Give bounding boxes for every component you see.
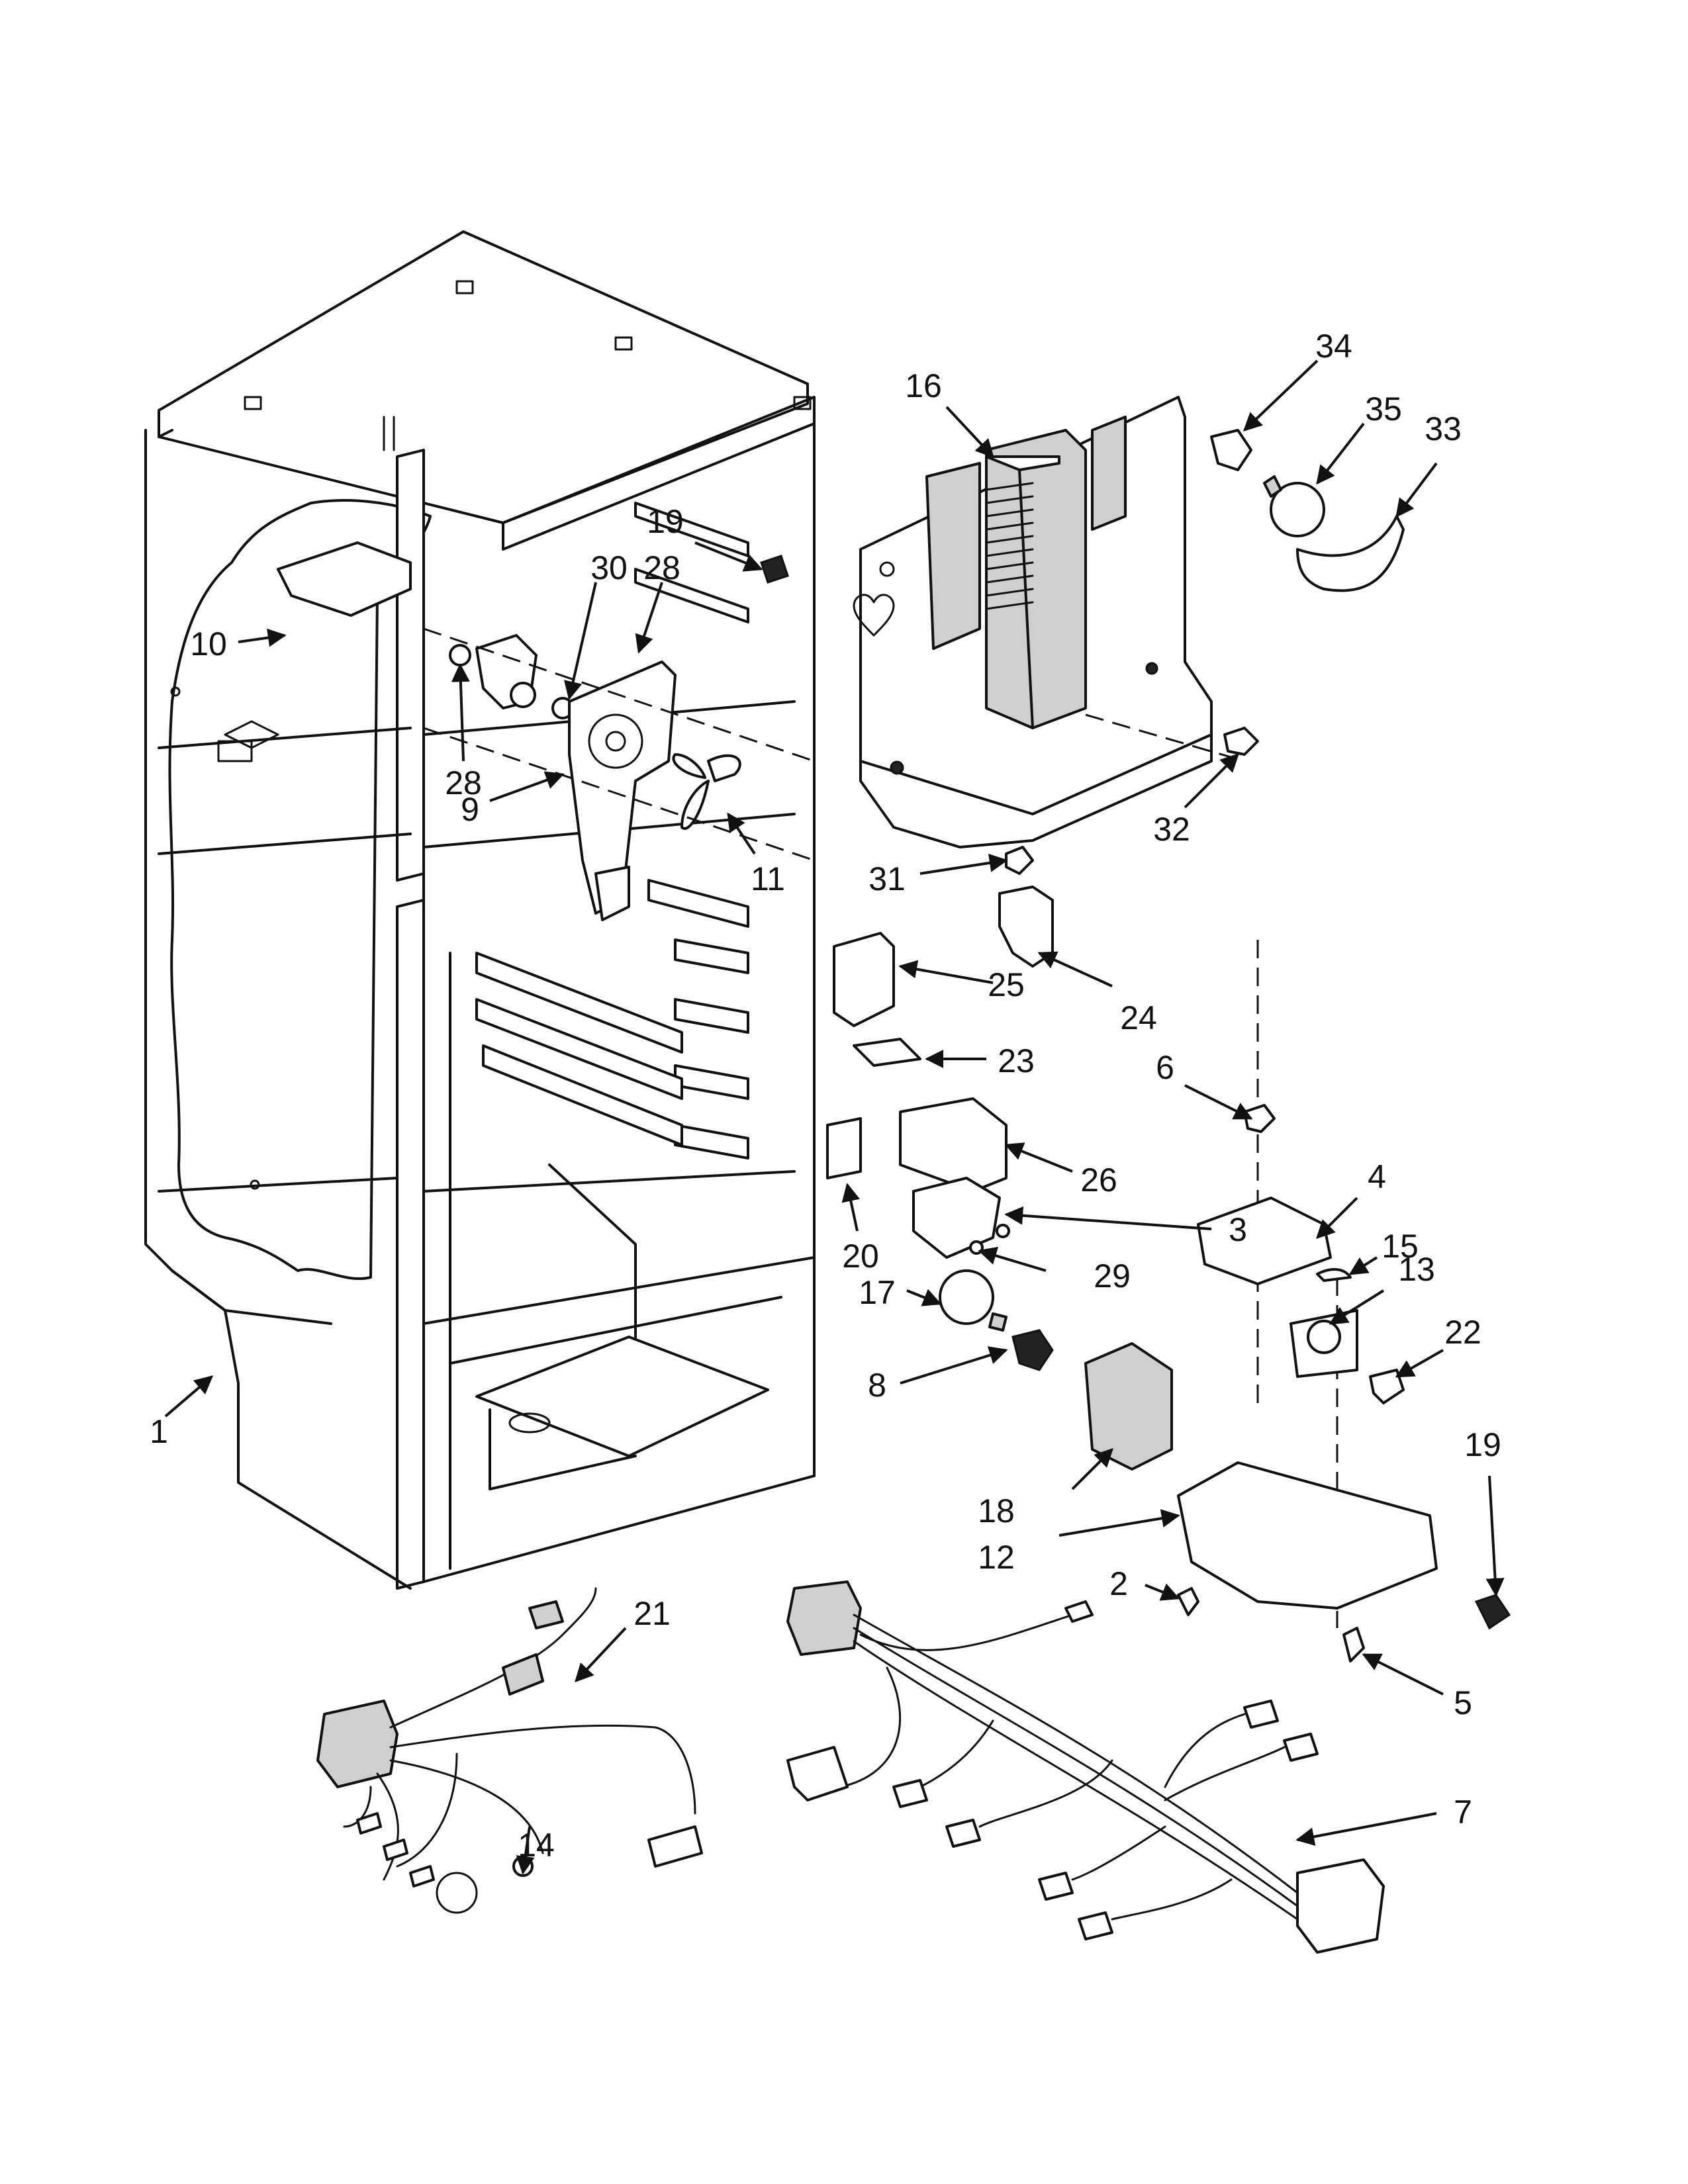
callout-33: 33 <box>1425 410 1462 447</box>
part-7-wire-harness <box>786 1580 1385 1954</box>
callout-5: 5 <box>1454 1684 1472 1721</box>
part-30-thermostat <box>475 634 538 709</box>
callout-18: 18 <box>978 1492 1015 1529</box>
part-19-clip-lower <box>1474 1594 1511 1630</box>
part-10-bracket <box>277 541 412 617</box>
part-15-clip <box>1316 1268 1352 1282</box>
callout-19-lower: 19 <box>1464 1426 1501 1463</box>
callout-10: 10 <box>190 625 227 662</box>
callout-1: 1 <box>150 1413 168 1450</box>
part-29-screw-a <box>996 1224 1010 1238</box>
callout-3: 3 <box>1229 1211 1247 1248</box>
callout-30: 30 <box>590 549 628 586</box>
part-31-screw <box>1005 846 1034 875</box>
part-8-socket <box>1011 1329 1054 1371</box>
part-17-bulb <box>939 1269 1008 1332</box>
callout-2: 2 <box>1109 1565 1128 1602</box>
leader-lines <box>164 359 1505 1875</box>
callout-14: 14 <box>518 1827 555 1864</box>
callout-11: 11 <box>751 860 785 897</box>
cabinet-liner <box>144 230 816 1590</box>
callout-25: 25 <box>988 966 1025 1003</box>
callout-labels: 1 2 3 4 5 6 7 8 9 10 11 12 13 14 15 16 1… <box>150 328 1501 1864</box>
callout-32: 32 <box>1153 811 1190 848</box>
part-26-switch-housing <box>899 1097 1008 1193</box>
part-21-wire-harness <box>316 1587 703 1914</box>
callout-34: 34 <box>1315 328 1352 365</box>
callout-28-upper: 28 <box>643 549 680 586</box>
callout-29: 29 <box>1094 1257 1131 1295</box>
callout-12: 12 <box>978 1539 1015 1576</box>
part-19-clip-upper <box>760 555 789 584</box>
callout-28-lower: 28 <box>445 764 482 801</box>
callout-17: 17 <box>859 1274 896 1311</box>
callout-15: 15 <box>1382 1228 1419 1265</box>
callout-9: 9 <box>461 791 479 828</box>
part-12-tray <box>1177 1461 1438 1610</box>
part-13-thermistor <box>1289 1309 1358 1378</box>
alignment-lines <box>423 627 1338 1628</box>
part-22-knob <box>1369 1369 1405 1404</box>
part-3-bracket <box>912 1177 1001 1259</box>
part-25-housing <box>833 932 895 1027</box>
part-20-gasket <box>826 1117 862 1179</box>
callout-35: 35 <box>1365 390 1402 428</box>
part-4-control-board <box>1197 1197 1332 1285</box>
part-23-gasket <box>853 1038 921 1067</box>
part-18-cover <box>1084 1342 1173 1471</box>
part-32-screw <box>1223 727 1259 756</box>
part-33-lens <box>1296 515 1405 592</box>
air-diffuser-panel <box>853 396 1213 848</box>
callout-19-upper: 19 <box>647 503 684 540</box>
part-5-screw <box>1342 1627 1365 1662</box>
callout-16: 16 <box>905 367 942 404</box>
callout-7: 7 <box>1454 1794 1472 1831</box>
part-28-knob-left <box>449 644 471 666</box>
callout-23: 23 <box>998 1042 1035 1079</box>
callout-26: 26 <box>1080 1161 1117 1199</box>
callout-20: 20 <box>842 1238 879 1275</box>
callout-8: 8 <box>868 1367 886 1404</box>
part-2-screw <box>1177 1587 1199 1616</box>
part-35-bulb <box>1263 475 1325 537</box>
callout-24: 24 <box>1120 999 1157 1036</box>
callout-6: 6 <box>1156 1049 1174 1086</box>
callout-22: 22 <box>1444 1314 1481 1351</box>
part-34-socket <box>1210 429 1252 471</box>
callout-4: 4 <box>1368 1158 1386 1195</box>
callout-21: 21 <box>633 1595 671 1632</box>
part-9-fan-motor-bracket <box>568 660 677 921</box>
part-11-fan-blade <box>672 753 741 830</box>
callout-31: 31 <box>868 860 906 897</box>
callout-13: 13 <box>1398 1251 1435 1288</box>
